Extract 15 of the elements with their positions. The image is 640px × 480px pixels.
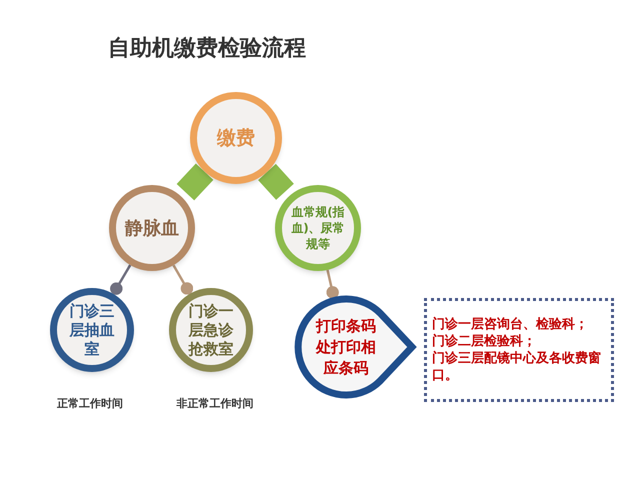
note-text: 门诊一层咨询台、检验科；	[432, 316, 589, 333]
node-label: 静脉血	[125, 216, 179, 240]
caption-text: 非正常工作时间	[176, 396, 254, 412]
note-text: 门诊三层配镜中心及各收费窗口。	[432, 350, 602, 384]
pointer-callout-node	[292, 294, 417, 400]
note-text: 门诊二层检验科；	[432, 333, 537, 350]
diagram-title: 自助机缴费检验流程	[108, 34, 306, 63]
connector-line	[326, 270, 339, 299]
node-label: 门诊三层抽血室	[68, 302, 116, 358]
node-label: 打印条码处打印相应条码	[314, 316, 377, 378]
caption-text: 正常工作时间	[56, 396, 124, 412]
node-label: 血常规(指血)、尿常规等	[290, 204, 346, 252]
dotted-note-box	[424, 298, 614, 402]
node-label: 缴费	[217, 126, 255, 151]
node-label: 门诊一层急诊抢救室	[187, 302, 234, 358]
